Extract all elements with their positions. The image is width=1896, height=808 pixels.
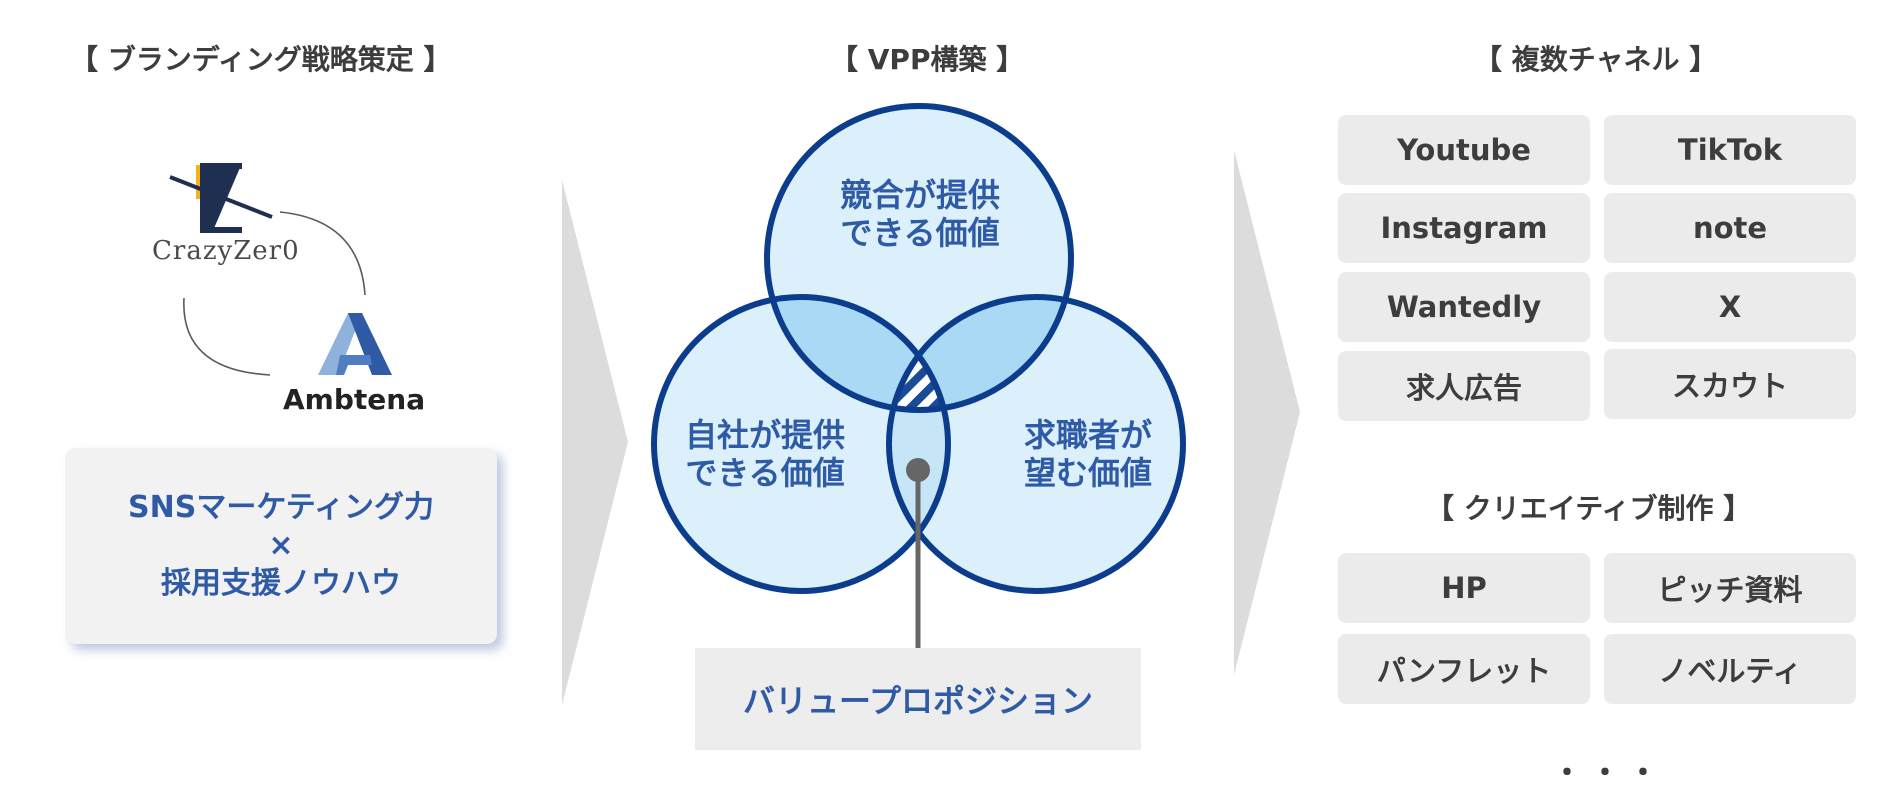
chip-x: X <box>1604 272 1856 342</box>
sns-box-line2: × <box>268 528 294 563</box>
label-company-value: 自社が提供 できる価値 <box>684 416 845 492</box>
pointer-dot <box>906 458 930 482</box>
flow-arrow-left <box>562 180 628 705</box>
flow-arrow-right <box>1234 150 1300 675</box>
ambtena-logo-text: Ambtena <box>283 383 426 416</box>
more-ellipsis: ・・・ <box>1552 756 1666 791</box>
label-jobseeker-value: 求職者が 望む価値 <box>1023 416 1152 492</box>
chip-tiktok: TikTok <box>1604 115 1856 185</box>
chip-pamphlet: パンフレット <box>1338 634 1590 704</box>
chip-pitch-deck: ピッチ資料 <box>1604 553 1856 623</box>
crazyzero-logo-icon <box>169 163 273 233</box>
chip-job-ads: 求人広告 <box>1338 351 1590 421</box>
chip-novelty: ノベルティ <box>1604 634 1856 704</box>
ambtena-logo-icon <box>318 313 392 375</box>
chip-note: note <box>1604 193 1856 263</box>
sns-recruitment-box: SNSマーケティング力 × 採用支援ノウハウ <box>65 448 497 644</box>
vpp-title: 【 VPP構築 】 <box>830 43 1025 76</box>
sns-box-line3: 採用支援ノウハウ <box>161 566 401 601</box>
chip-scout: スカウト <box>1604 349 1856 419</box>
chip-instagram: Instagram <box>1338 193 1590 263</box>
chip-wantedly: Wantedly <box>1338 272 1590 342</box>
channels-title: 【 複数チャネル 】 <box>1474 43 1718 76</box>
chip-hp: HP <box>1338 553 1590 623</box>
label-competitor-value: 競合が提供 できる価値 <box>839 176 1000 252</box>
partnership-arcs <box>183 211 366 376</box>
sns-box-line1: SNSマーケティング力 <box>128 490 434 525</box>
vpp-venn-diagram <box>651 103 1186 652</box>
crazyzero-logo-text: CrazyZer0 <box>152 236 300 266</box>
value-proposition-box: バリュープロポジション <box>695 648 1141 750</box>
chip-youtube: Youtube <box>1338 115 1590 185</box>
branding-strategy-title: 【 ブランディング戦略策定 】 <box>70 43 452 76</box>
creative-title: 【 クリエイティブ制作 】 <box>1426 492 1752 525</box>
